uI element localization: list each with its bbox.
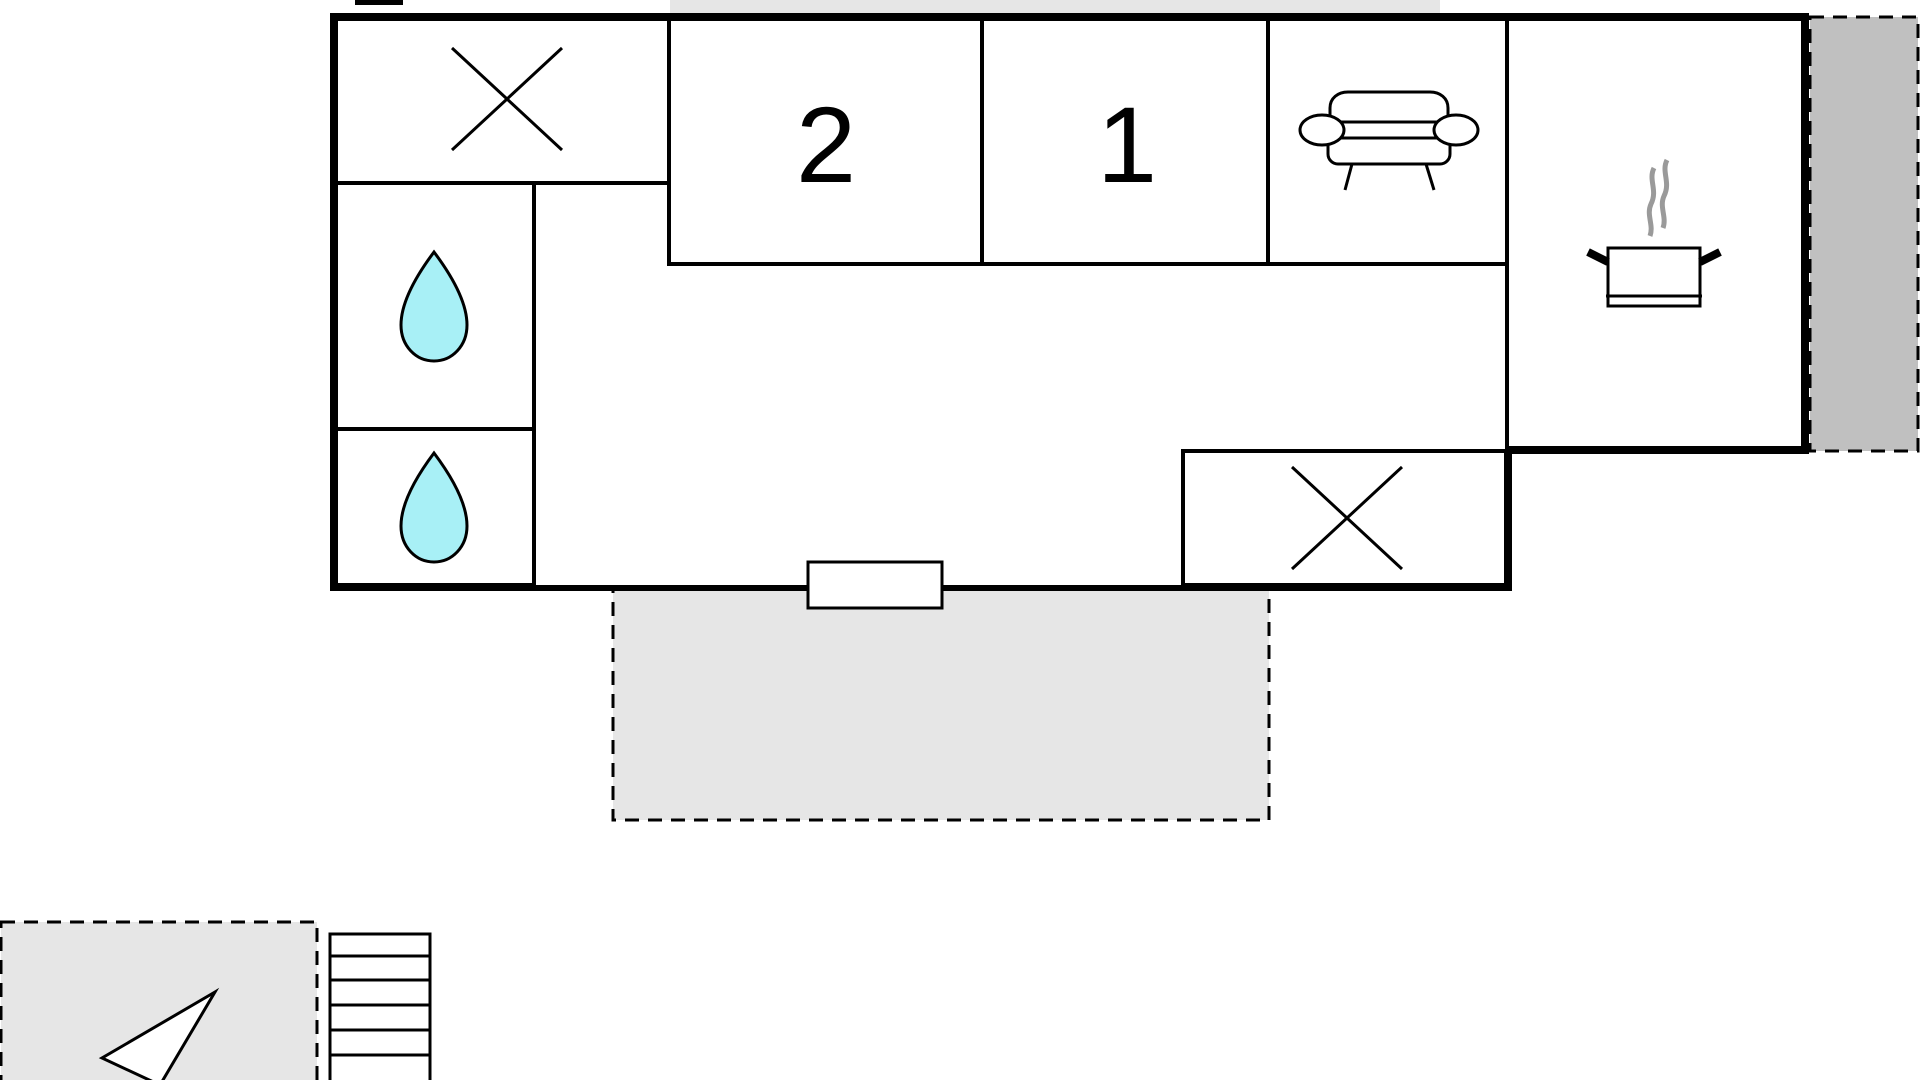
room-number: 1 — [1097, 84, 1157, 205]
water-drop-icon — [399, 249, 469, 363]
outer-wall — [330, 13, 1809, 591]
storage-room-bottom — [1181, 449, 1508, 587]
terrace-area — [611, 586, 1271, 822]
kitchen — [1505, 17, 1805, 450]
water-drop-icon — [399, 450, 469, 564]
sofa-icon — [1298, 90, 1480, 191]
room-number: 2 — [796, 84, 856, 205]
top-edge-mark — [355, 0, 403, 5]
entrance-door — [806, 560, 944, 610]
compass-arrow-icon — [98, 987, 220, 1080]
cross-icon — [1290, 465, 1404, 571]
stairs-icon — [328, 932, 432, 1080]
storage-room-top — [334, 17, 671, 185]
cooking-pot-icon — [1586, 158, 1722, 308]
cross-icon — [450, 46, 564, 152]
carport-area — [1808, 15, 1920, 453]
